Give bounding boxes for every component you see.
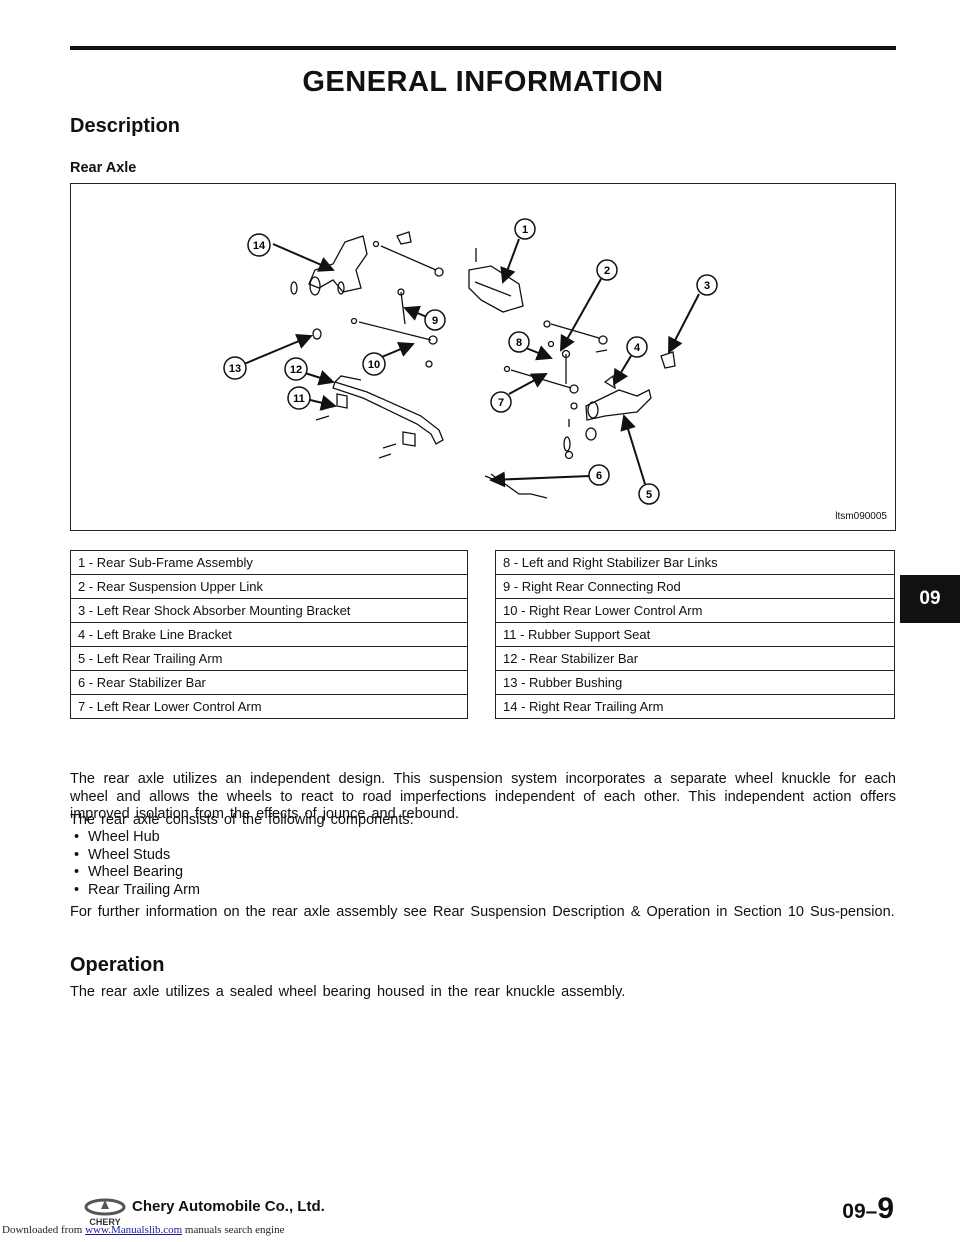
callout-3: 3 — [696, 274, 718, 296]
downloaded-prefix: Downloaded from — [2, 1224, 83, 1236]
footer-company: Chery Automobile Co., Ltd. — [132, 1198, 325, 1215]
callout-11: 11 — [287, 386, 311, 410]
legend-item: 9 - Right Rear Connecting Rod — [495, 574, 895, 599]
intro-paragraph: The rear axle utilizes an independent de… — [70, 771, 896, 822]
callout-2: 2 — [596, 259, 618, 281]
list-item: • Wheel Hub — [74, 829, 200, 847]
components-intro: The rear axle consists of the following … — [70, 812, 414, 828]
page-section-number: 09– — [842, 1200, 878, 1223]
svg-text:9: 9 — [432, 315, 438, 327]
section-tab-09[interactable]: 09 — [900, 575, 960, 623]
legend-row: 14 - Right Rear Trailing Arm — [495, 694, 895, 719]
top-rule — [70, 46, 896, 50]
callout-1: 1 — [514, 218, 536, 240]
svg-text:1: 1 — [522, 224, 528, 236]
bullet-icon: • — [74, 881, 80, 898]
downloaded-suffix: manuals search engine — [184, 1224, 285, 1236]
svg-text:8: 8 — [516, 337, 522, 349]
callout-4: 4 — [626, 336, 648, 358]
svg-text:13: 13 — [229, 363, 241, 375]
subheading-rear-axle: Rear Axle — [70, 160, 137, 176]
legend-item: 7 - Left Rear Lower Control Arm — [70, 694, 468, 719]
callout-7: 7 — [490, 391, 512, 413]
list-item-text: Wheel Bearing — [88, 864, 184, 880]
callout-8: 8 — [508, 331, 530, 353]
list-item: • Wheel Studs — [74, 847, 200, 865]
legend-row: 5 - Left Rear Trailing Arm — [70, 646, 468, 671]
legend-row: 3 - Left Rear Shock Absorber Mounting Br… — [70, 598, 468, 623]
chery-logo-icon: CHERY — [84, 1198, 126, 1227]
svg-text:2: 2 — [604, 265, 610, 277]
figure-code: ltsm090005 — [835, 511, 887, 522]
legend-item: 3 - Left Rear Shock Absorber Mounting Br… — [70, 598, 468, 623]
callout-9: 9 — [424, 309, 446, 331]
svg-text:6: 6 — [596, 470, 602, 482]
svg-text:10: 10 — [368, 359, 380, 371]
legend-item: 5 - Left Rear Trailing Arm — [70, 646, 468, 671]
legend-item: 12 - Rear Stabilizer Bar — [495, 646, 895, 671]
rear-axle-exploded-diagram: 1 2 3 4 5 6 7 8 9 10 11 12 13 14 ltsm090… — [70, 183, 896, 531]
diagram-drawing: 1 2 3 4 5 6 7 8 9 10 11 12 13 14 — [223, 218, 718, 505]
bullet-icon: • — [74, 864, 80, 880]
list-item: • Wheel Bearing — [74, 864, 200, 882]
legend-item: 1 - Rear Sub-Frame Assembly — [70, 550, 468, 575]
page-title: GENERAL INFORMATION — [302, 66, 664, 98]
legend-item: 6 - Rear Stabilizer Bar — [70, 670, 468, 695]
callout-14: 14 — [247, 233, 271, 257]
section-heading-operation: Operation — [70, 954, 165, 976]
legend-item: 8 - Left and Right Stabilizer Bar Links — [495, 550, 895, 575]
legend-row: 12 - Rear Stabilizer Bar — [495, 646, 895, 671]
legend-table-right: 8 - Left and Right Stabilizer Bar Links … — [495, 550, 895, 719]
legend-row: 13 - Rubber Bushing — [495, 670, 895, 695]
svg-text:3: 3 — [704, 280, 710, 292]
bullet-icon: • — [74, 829, 80, 845]
section-heading-description: Description — [70, 115, 181, 137]
left-trailing-arm-shape — [585, 389, 652, 421]
legend-row: 1 - Rear Sub-Frame Assembly — [70, 550, 468, 575]
operation-paragraph: The rear axle utilizes a sealed wheel be… — [70, 984, 626, 1000]
callout-13: 13 — [223, 356, 247, 380]
svg-text:12: 12 — [290, 364, 302, 376]
legend-row: 11 - Rubber Support Seat — [495, 622, 895, 647]
downloaded-note: Downloaded from www.Manualslib.com manua… — [2, 1224, 284, 1236]
legend-item: 13 - Rubber Bushing — [495, 670, 895, 695]
sub-frame-shape — [468, 265, 524, 313]
legend-item: 2 - Rear Suspension Upper Link — [70, 574, 468, 599]
page-number-value: 9 — [877, 1192, 894, 1225]
stabilizer-bar-shape — [332, 381, 444, 445]
page-number: 09–9 — [842, 1192, 894, 1226]
legend-row: 4 - Left Brake Line Bracket — [70, 622, 468, 647]
bullet-icon: • — [74, 846, 80, 863]
callout-10: 10 — [362, 352, 386, 376]
legend-table-left: 1 - Rear Sub-Frame Assembly 2 - Rear Sus… — [70, 550, 468, 719]
callout-12: 12 — [284, 357, 308, 381]
callout-markers: 1 2 3 4 5 6 7 8 9 10 11 12 13 14 — [223, 218, 718, 505]
svg-text:4: 4 — [634, 342, 641, 354]
list-item: • Rear Trailing Arm — [74, 882, 200, 900]
legend-row: 2 - Rear Suspension Upper Link — [70, 574, 468, 599]
legend-row: 7 - Left Rear Lower Control Arm — [70, 694, 468, 719]
components-list: • Wheel Hub • Wheel Studs • Wheel Bearing •… — [74, 829, 200, 899]
svg-text:5: 5 — [646, 489, 652, 501]
legend-row: 8 - Left and Right Stabilizer Bar Links — [495, 550, 895, 575]
bushing-shape — [309, 276, 321, 296]
legend-row: 9 - Right Rear Connecting Rod — [495, 574, 895, 599]
legend-item: 10 - Right Rear Lower Control Arm — [495, 598, 895, 623]
svg-text:CHERY: CHERY — [89, 1217, 120, 1227]
legend-item: 11 - Rubber Support Seat — [495, 622, 895, 647]
svg-text:7: 7 — [498, 397, 504, 409]
callout-5: 5 — [638, 483, 660, 505]
list-item-text: Wheel Hub — [88, 829, 160, 845]
legend-row: 10 - Right Rear Lower Control Arm — [495, 598, 895, 623]
legend-item: 14 - Right Rear Trailing Arm — [495, 694, 895, 719]
svg-text:14: 14 — [253, 240, 266, 252]
legend-item: 4 - Left Brake Line Bracket — [70, 622, 468, 647]
manualslib-link[interactable]: www.Manualslib.com — [85, 1224, 183, 1236]
list-item-text: Rear Trailing Arm — [88, 881, 201, 898]
further-info-paragraph: For further information on the rear axle… — [70, 904, 895, 920]
svg-text:11: 11 — [293, 393, 305, 405]
callout-6: 6 — [588, 464, 610, 486]
list-item-text: Wheel Studs — [88, 846, 171, 863]
legend-row: 6 - Rear Stabilizer Bar — [70, 670, 468, 695]
